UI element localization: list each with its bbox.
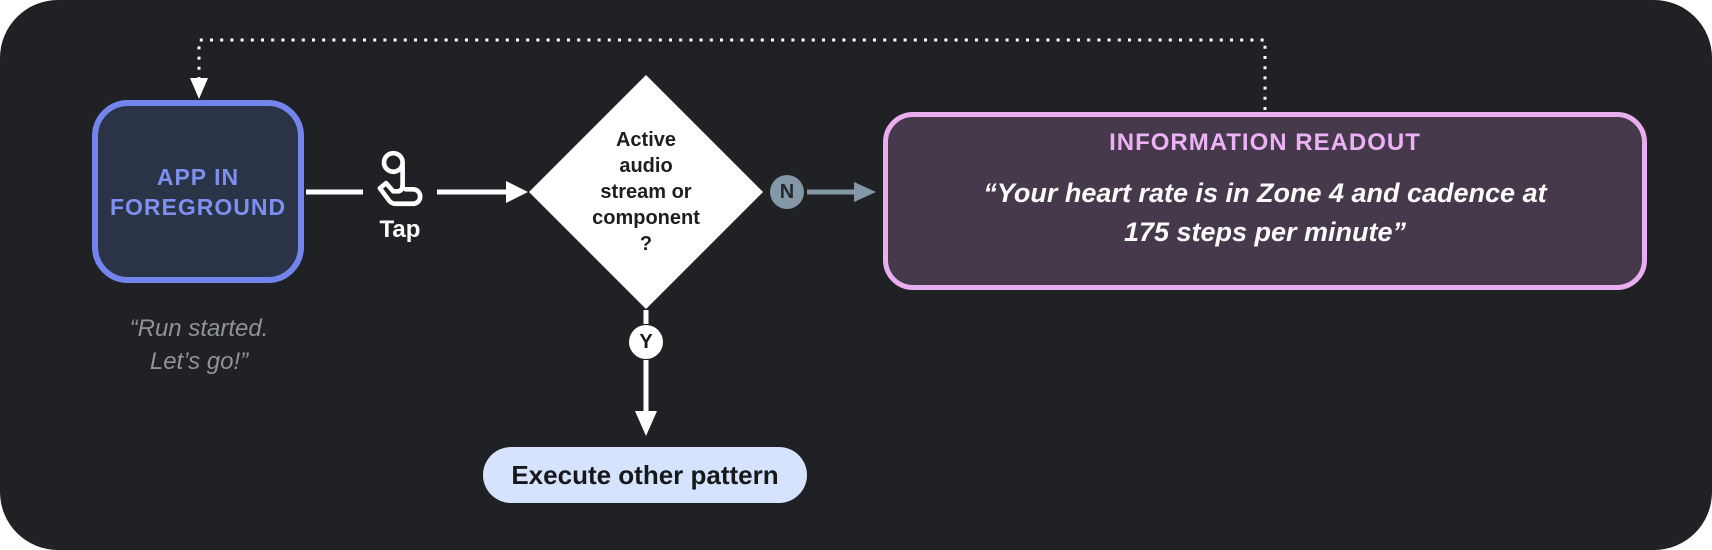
feedback-arrowhead xyxy=(190,78,208,99)
app-node-label-line1: APP IN xyxy=(156,163,240,190)
decision-line-2: audio xyxy=(619,155,673,177)
no-branch-arrowhead xyxy=(854,182,876,202)
information-readout-quote: “Your heart rate is in Zone 4 and cadenc… xyxy=(983,174,1546,252)
yes-branch-badge: Y xyxy=(629,325,663,359)
execute-other-pattern-node: Execute other pattern xyxy=(483,447,807,503)
app-voice-quote: “Run started. Let’s go!” xyxy=(68,312,330,378)
tap-gesture-icon xyxy=(377,150,423,207)
app-voice-quote-line1: “Run started. xyxy=(129,315,269,342)
information-readout-node: INFORMATION READOUT “Your heart rate is … xyxy=(883,112,1647,290)
app-node-label-line2: FOREGROUND xyxy=(109,193,287,220)
decision-line-4: component xyxy=(592,207,700,229)
decision-diamond-label: Active audio stream or component ? xyxy=(566,127,726,257)
information-readout-title: INFORMATION READOUT xyxy=(1109,129,1421,156)
feedback-dotted-line xyxy=(197,38,1267,110)
no-branch-badge: N xyxy=(770,175,804,209)
yes-branch-arrowhead xyxy=(635,411,657,436)
decision-line-5: ? xyxy=(639,233,653,255)
readout-quote-line2: 175 steps per minute” xyxy=(1123,217,1407,247)
tap-label: Tap xyxy=(379,216,421,243)
tap-to-diamond-arrowhead xyxy=(506,181,528,203)
decision-line-3: stream or xyxy=(600,181,692,203)
decision-line-1: Active xyxy=(615,129,677,151)
decision-diamond xyxy=(529,75,763,309)
app-voice-quote-line2: Let’s go!” xyxy=(149,348,249,375)
app-in-foreground-node: APP IN FOREGROUND xyxy=(92,100,304,283)
readout-quote-line1: “Your heart rate is in Zone 4 and cadenc… xyxy=(983,178,1547,208)
